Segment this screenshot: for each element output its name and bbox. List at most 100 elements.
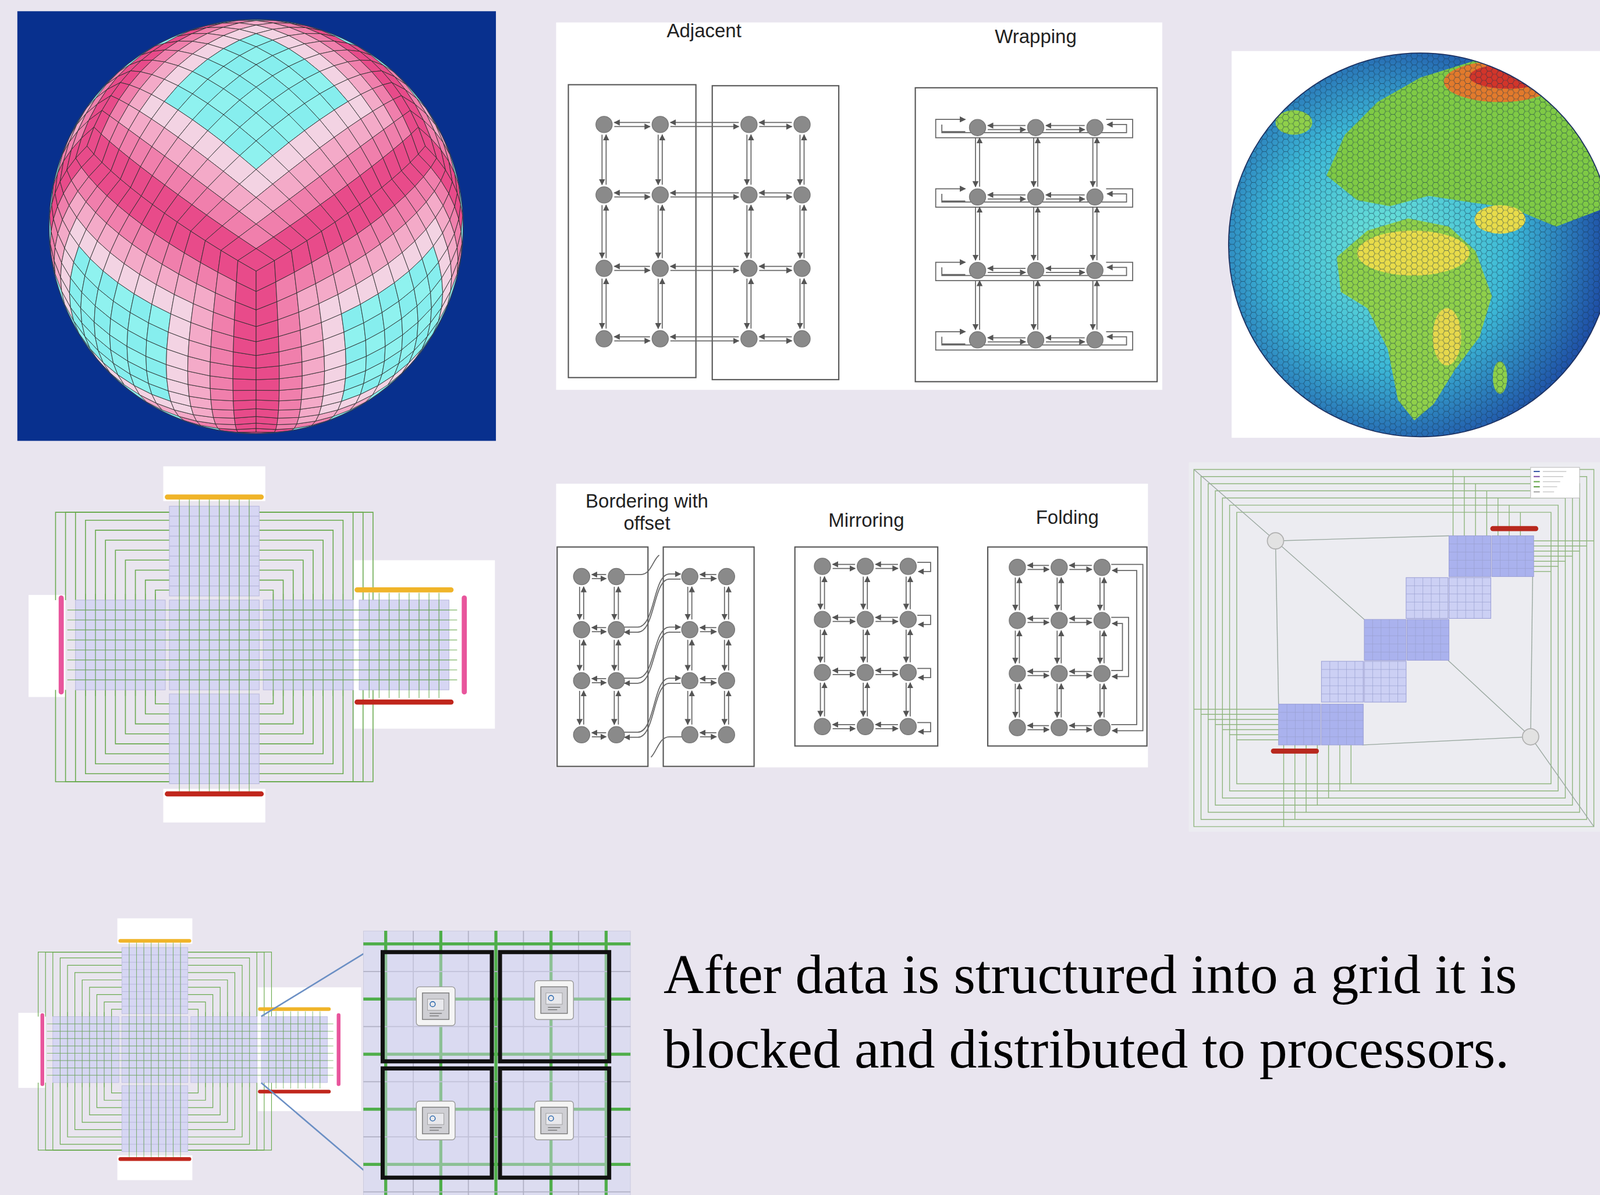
- arrow-line: [987, 194, 1026, 196]
- blocked-net-panel: [18, 918, 362, 1181]
- arrow-line: [670, 192, 739, 194]
- wrap-link: [115, 550, 170, 601]
- arrow-line: [670, 336, 739, 338]
- grid-line: [1364, 669, 1407, 670]
- grid-link: [220, 1012, 221, 1088]
- grid-point: [899, 718, 917, 735]
- hex-grid: [1224, 51, 1600, 439]
- grid-line: [1465, 535, 1467, 577]
- wrap-link: [155, 590, 170, 601]
- wrap-link: [187, 972, 236, 1017]
- arrow-line: [700, 630, 717, 633]
- grid-line: [169, 545, 260, 547]
- grid-point: [1027, 262, 1044, 279]
- arrow-line: [909, 576, 911, 610]
- sphere-cell: [442, 142, 455, 174]
- arrow-line: [1019, 577, 1021, 610]
- grid-line: [169, 555, 260, 557]
- grid-line: [1449, 593, 1492, 595]
- arrow-line: [591, 626, 607, 629]
- wrap-link: [1328, 744, 1329, 798]
- edge-bar: [461, 597, 467, 692]
- grid-link: [438, 593, 440, 699]
- offset-link: [624, 579, 681, 633]
- wrap-link: [259, 520, 343, 601]
- arrow-line: [987, 336, 1026, 339]
- cpu-marking: [547, 1129, 558, 1131]
- wrap-link: [259, 512, 353, 601]
- arrow-line: [1069, 622, 1092, 624]
- arrow-line: [905, 576, 907, 610]
- grid-point: [651, 186, 669, 204]
- grid-point: [1086, 331, 1103, 349]
- grid-line: [1303, 704, 1304, 745]
- arrow-line: [691, 586, 693, 620]
- arrow-line: [670, 265, 739, 268]
- wrap-link: [45, 952, 122, 1017]
- grid-line: [121, 1122, 188, 1123]
- grid-line: [1397, 619, 1399, 661]
- grid-link: [275, 1010, 277, 1089]
- arrow-line: [579, 690, 581, 725]
- grid-line: [1389, 661, 1390, 702]
- arrow-line: [832, 673, 856, 676]
- grid-link: [67, 659, 458, 661]
- sphere-cell: [256, 399, 279, 410]
- boundary-panel-top: [555, 22, 1162, 390]
- cpu-label: [427, 1113, 445, 1125]
- wrap-link: [96, 994, 122, 1017]
- arrow-line: [1045, 129, 1085, 131]
- fold-loop: [1111, 564, 1143, 732]
- bar-background: [117, 918, 193, 945]
- sphere-cell: [426, 114, 443, 143]
- wrap-link: [65, 689, 170, 782]
- grid-link: [322, 593, 324, 696]
- arrow-line: [579, 639, 581, 671]
- grid-face: [1321, 661, 1364, 702]
- grid-line: [1473, 577, 1475, 619]
- arrow-line: [875, 616, 899, 619]
- grid-line: [1439, 577, 1440, 619]
- cpu-chip: [534, 980, 574, 1020]
- grid-link: [199, 498, 200, 793]
- grid-point: [595, 260, 613, 277]
- grid-link: [67, 679, 458, 680]
- arrow-line: [1056, 683, 1058, 718]
- arrow-line: [605, 134, 608, 185]
- wrap-link: [59, 1082, 122, 1145]
- wrap-link: [89, 987, 123, 1017]
- arrow-line: [866, 682, 868, 717]
- cpu-logo: [548, 995, 554, 1001]
- panel-background: [17, 11, 496, 441]
- arrow-line: [700, 577, 717, 580]
- grid-point: [857, 558, 874, 575]
- grid-point: [857, 611, 874, 628]
- grid-link: [292, 593, 294, 696]
- grid-line: [1354, 661, 1355, 702]
- arrow-line: [875, 563, 899, 566]
- wrap-link: [1236, 739, 1279, 740]
- cpu-marking: [429, 1127, 442, 1128]
- wrap-link: [38, 952, 123, 1017]
- grid-line: [169, 773, 260, 775]
- grid-line: [1321, 736, 1364, 737]
- grid-point: [681, 568, 698, 585]
- arrow-line: [987, 125, 1026, 127]
- arrow-line: [832, 728, 856, 730]
- grid-link: [312, 1010, 314, 1089]
- arrow-line: [691, 690, 693, 725]
- wrap-link: [111, 1082, 123, 1094]
- grid-point: [595, 116, 613, 133]
- wrap-link: [1294, 744, 1296, 820]
- legend-line: [1542, 491, 1555, 492]
- grid-point: [1093, 719, 1110, 736]
- zoom-leader: [261, 1082, 380, 1184]
- grid-face: [121, 1016, 188, 1082]
- grid-link: [398, 593, 400, 699]
- arrow-line: [670, 270, 739, 272]
- grid-point: [573, 672, 590, 689]
- arrow-line: [824, 629, 826, 663]
- grid-link: [178, 498, 180, 793]
- grid-line: [1456, 535, 1458, 577]
